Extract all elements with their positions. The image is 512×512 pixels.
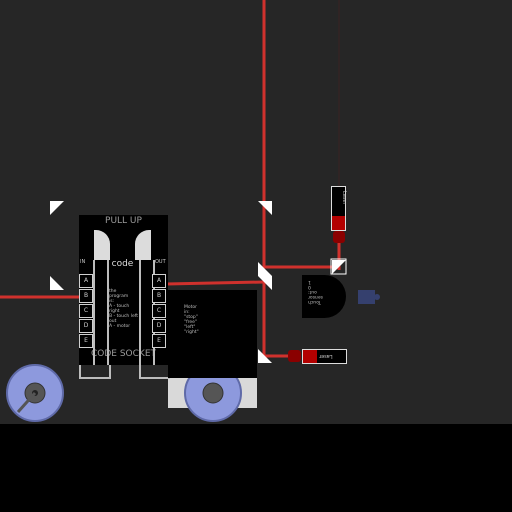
out-pin-b[interactable]: B xyxy=(152,289,166,303)
out-pin-d[interactable]: D xyxy=(152,319,166,333)
laser-vertical[interactable]: Laser xyxy=(331,186,347,231)
corner-handle-sensor xyxy=(332,260,346,274)
out-pin-e[interactable]: E xyxy=(152,334,166,348)
chip-leg-left xyxy=(79,365,111,379)
out-label: OUT xyxy=(155,259,166,265)
out-pin-a[interactable]: A xyxy=(152,274,166,288)
corner-handle-bl xyxy=(50,276,64,290)
code-label: code xyxy=(111,259,134,269)
ground xyxy=(0,424,512,512)
laser-horizontal-tip xyxy=(288,350,301,362)
out-pin-c[interactable]: C xyxy=(152,304,166,318)
in-pin-a[interactable]: A xyxy=(79,274,93,288)
laser-vertical-label: Laser xyxy=(341,191,347,205)
in-pin-d[interactable]: D xyxy=(79,319,93,333)
left-wheel xyxy=(6,364,64,422)
sensor-tip xyxy=(358,290,375,304)
corner-handle-mr xyxy=(258,262,272,290)
motor-text: Motor in: "stop" "free" "left" "right" xyxy=(184,305,199,335)
corner-handle-tl xyxy=(50,201,64,215)
corner-handle-tr xyxy=(258,201,272,215)
chip-rail-left xyxy=(93,260,109,365)
center-wheel xyxy=(184,364,242,422)
laser-vertical-emitter xyxy=(332,216,345,230)
in-pin-b[interactable]: B xyxy=(79,289,93,303)
chip-leg-right xyxy=(139,365,170,379)
touch-sensor-text: Touch sensor out: 0 1 xyxy=(308,279,323,304)
in-pin-c[interactable]: C xyxy=(79,304,93,318)
sensor-tip-dot xyxy=(374,294,380,300)
laser-horizontal-label: Laser xyxy=(319,353,333,359)
touch-sensor[interactable]: Touch sensor out: 0 1 xyxy=(302,275,346,318)
in-label: IN xyxy=(80,259,86,265)
in-pin-e[interactable]: E xyxy=(79,334,93,348)
right-hook xyxy=(135,230,151,260)
corner-handle-br xyxy=(258,349,272,363)
pull-up-label: PULL UP xyxy=(105,216,142,226)
motor-module[interactable]: Motor in: "stop" "free" "left" "right" xyxy=(168,290,257,378)
laser-horizontal[interactable]: Laser xyxy=(302,349,347,364)
left-hook xyxy=(94,230,110,260)
laser-horizontal-emitter xyxy=(303,350,317,363)
program-text: the program is: A - touch right B - touc… xyxy=(109,289,138,329)
laser-vertical-tip xyxy=(333,231,345,243)
wire-chip-out xyxy=(165,280,265,286)
code-socket-label: CODE SOCKET xyxy=(90,349,156,359)
